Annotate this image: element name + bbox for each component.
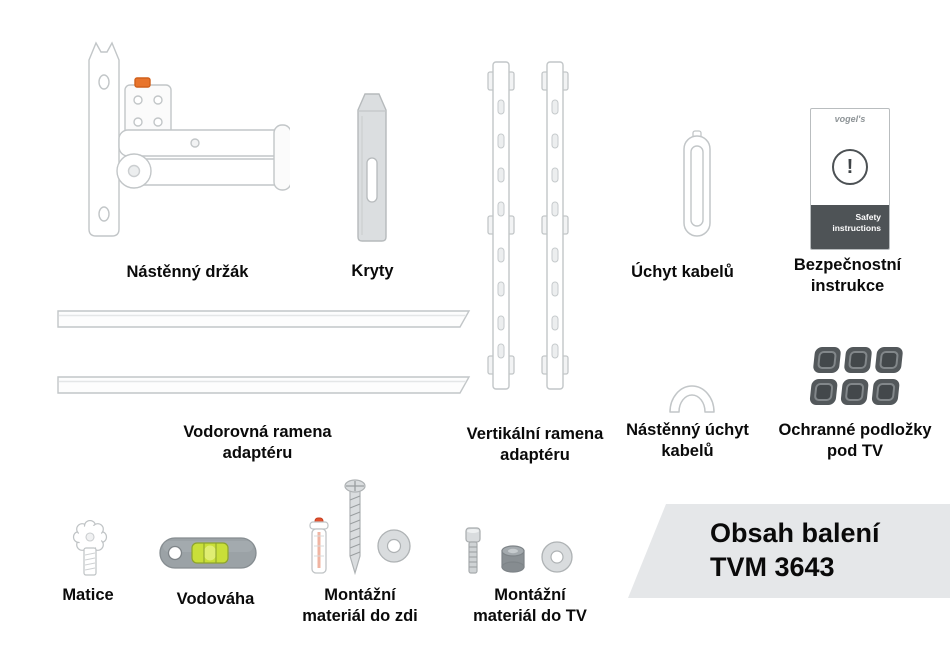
vogels-logo: vogel's: [834, 114, 866, 124]
pad: [809, 379, 838, 405]
vertical-rail-left-figure: [487, 61, 515, 390]
nut-figure: [72, 520, 108, 576]
tv-spacer-figure: [501, 545, 525, 573]
cable-holder-label: Úchyt kabelů: [631, 263, 734, 281]
safety-instructions-label: Bezpečnostní instrukce: [793, 256, 902, 295]
protective-pads-figure: [809, 347, 904, 411]
wall-bracket-figure: [88, 41, 290, 237]
cable-holder-figure: [683, 130, 711, 237]
horizontal-arm-bottom-figure: [57, 376, 471, 394]
nut-label: Matice: [62, 586, 114, 604]
pad: [843, 347, 873, 373]
tv-mounting-kit-label: Montážní materiál do TV: [473, 586, 587, 625]
vertical-arms-label: Vertikální ramena adaptéru: [466, 425, 604, 464]
safety-booklet-text: Safety instructions: [811, 205, 889, 249]
vertical-rail-right-figure: [541, 61, 569, 390]
wall-cable-holder-figure: [669, 385, 715, 413]
wall-screw-figure: [344, 479, 366, 576]
tv-washer-figure: [541, 541, 573, 573]
horizontal-arm-top-figure: [57, 310, 471, 328]
wall-bracket-label: Nástěnný držák: [126, 263, 249, 281]
wall-plug-figure: [309, 517, 329, 574]
tv-bolt-figure: [465, 527, 481, 574]
spirit-level-figure: [159, 537, 257, 569]
pad: [874, 347, 904, 373]
spirit-level-label: Vodováha: [176, 590, 255, 608]
pad: [871, 379, 900, 405]
pad: [840, 379, 869, 405]
wall-mounting-kit-label: Montážní materiál do zdi: [302, 586, 418, 625]
contents-title: Obsah balení TVM 3643: [710, 518, 880, 582]
horizontal-arms-label: Vodorovná ramena adaptéru: [183, 423, 332, 462]
pad: [812, 347, 842, 373]
covers-figure: [357, 93, 387, 242]
covers-label: Kryty: [351, 262, 394, 280]
safety-booklet-figure: vogel's ! Safety instructions: [810, 108, 890, 250]
protective-pads-label: Ochranné podložky pod TV: [778, 421, 932, 460]
warning-icon: !: [832, 149, 868, 185]
contents-banner: Obsah balení TVM 3643: [628, 504, 950, 598]
wall-cable-holder-label: Nástěnný úchyt kabelů: [626, 421, 749, 460]
wall-washer-figure: [377, 529, 411, 563]
